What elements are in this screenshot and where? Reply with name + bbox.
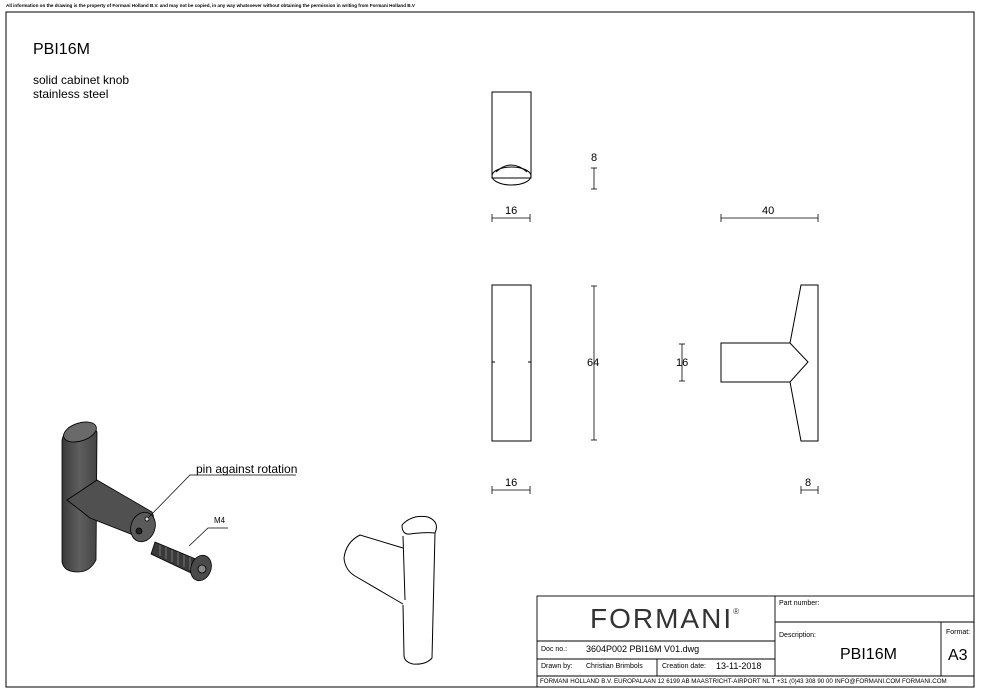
creation-date-label: Creation date: xyxy=(662,663,706,670)
dim-top-width-label: 16 xyxy=(505,205,518,217)
dim-stem-diameter-label: 16 xyxy=(676,357,689,369)
sheet-border xyxy=(5,11,975,688)
callout-leaders xyxy=(147,474,296,547)
creation-date-value: 13-11-2018 xyxy=(716,661,762,671)
part-number-label: Part number: xyxy=(779,600,820,607)
knob-render xyxy=(61,421,212,582)
side-view xyxy=(720,284,819,442)
description-value: PBI16M xyxy=(840,646,897,663)
knob-outline-3d xyxy=(343,515,437,665)
drawn-by-value: Christian Brimbols xyxy=(586,663,643,670)
dim-side-base-label: 8 xyxy=(805,477,812,489)
dim-side-span xyxy=(720,214,819,222)
dim-top-height xyxy=(591,167,597,190)
dim-stem-diameter xyxy=(679,343,685,382)
doc-no-label: Doc no.: xyxy=(541,646,568,653)
pin-callout: pin against rotation xyxy=(196,462,298,476)
description-label: Description: xyxy=(779,632,816,639)
dim-front-width xyxy=(491,486,531,494)
dim-front-height-label: 64 xyxy=(587,357,600,369)
doc-no-value: 3604P002 PBI16M V01.dwg xyxy=(586,644,700,654)
product-description-2: stainless steel xyxy=(33,87,109,101)
footer-address: FORMANI HOLLAND B.V. EUROPALAAN 12 6199 … xyxy=(540,678,947,685)
dim-front-height xyxy=(591,285,597,441)
drawn-by-label: Drawn by: xyxy=(541,663,573,670)
format-label: Format: xyxy=(946,629,971,636)
front-view xyxy=(491,284,532,442)
top-view xyxy=(491,91,532,186)
brand-name: FORMANI xyxy=(590,603,734,634)
format-value: A3 xyxy=(948,647,968,664)
screw-callout: M4 xyxy=(214,516,226,525)
copyright-notice: All information on the drawing is the pr… xyxy=(6,3,415,8)
product-description-1: solid cabinet knob xyxy=(33,73,130,87)
dim-side-span-label: 40 xyxy=(762,205,775,217)
dim-side-base xyxy=(800,486,819,494)
registered-mark: ® xyxy=(733,607,742,616)
dim-top-height-label: 8 xyxy=(591,152,598,164)
dim-front-width-label: 16 xyxy=(505,477,518,489)
brand-logo: FORMANI® xyxy=(590,603,741,635)
dim-top-width xyxy=(491,214,531,222)
product-code: PBI16M xyxy=(33,41,90,58)
title-block-frame xyxy=(536,595,975,688)
